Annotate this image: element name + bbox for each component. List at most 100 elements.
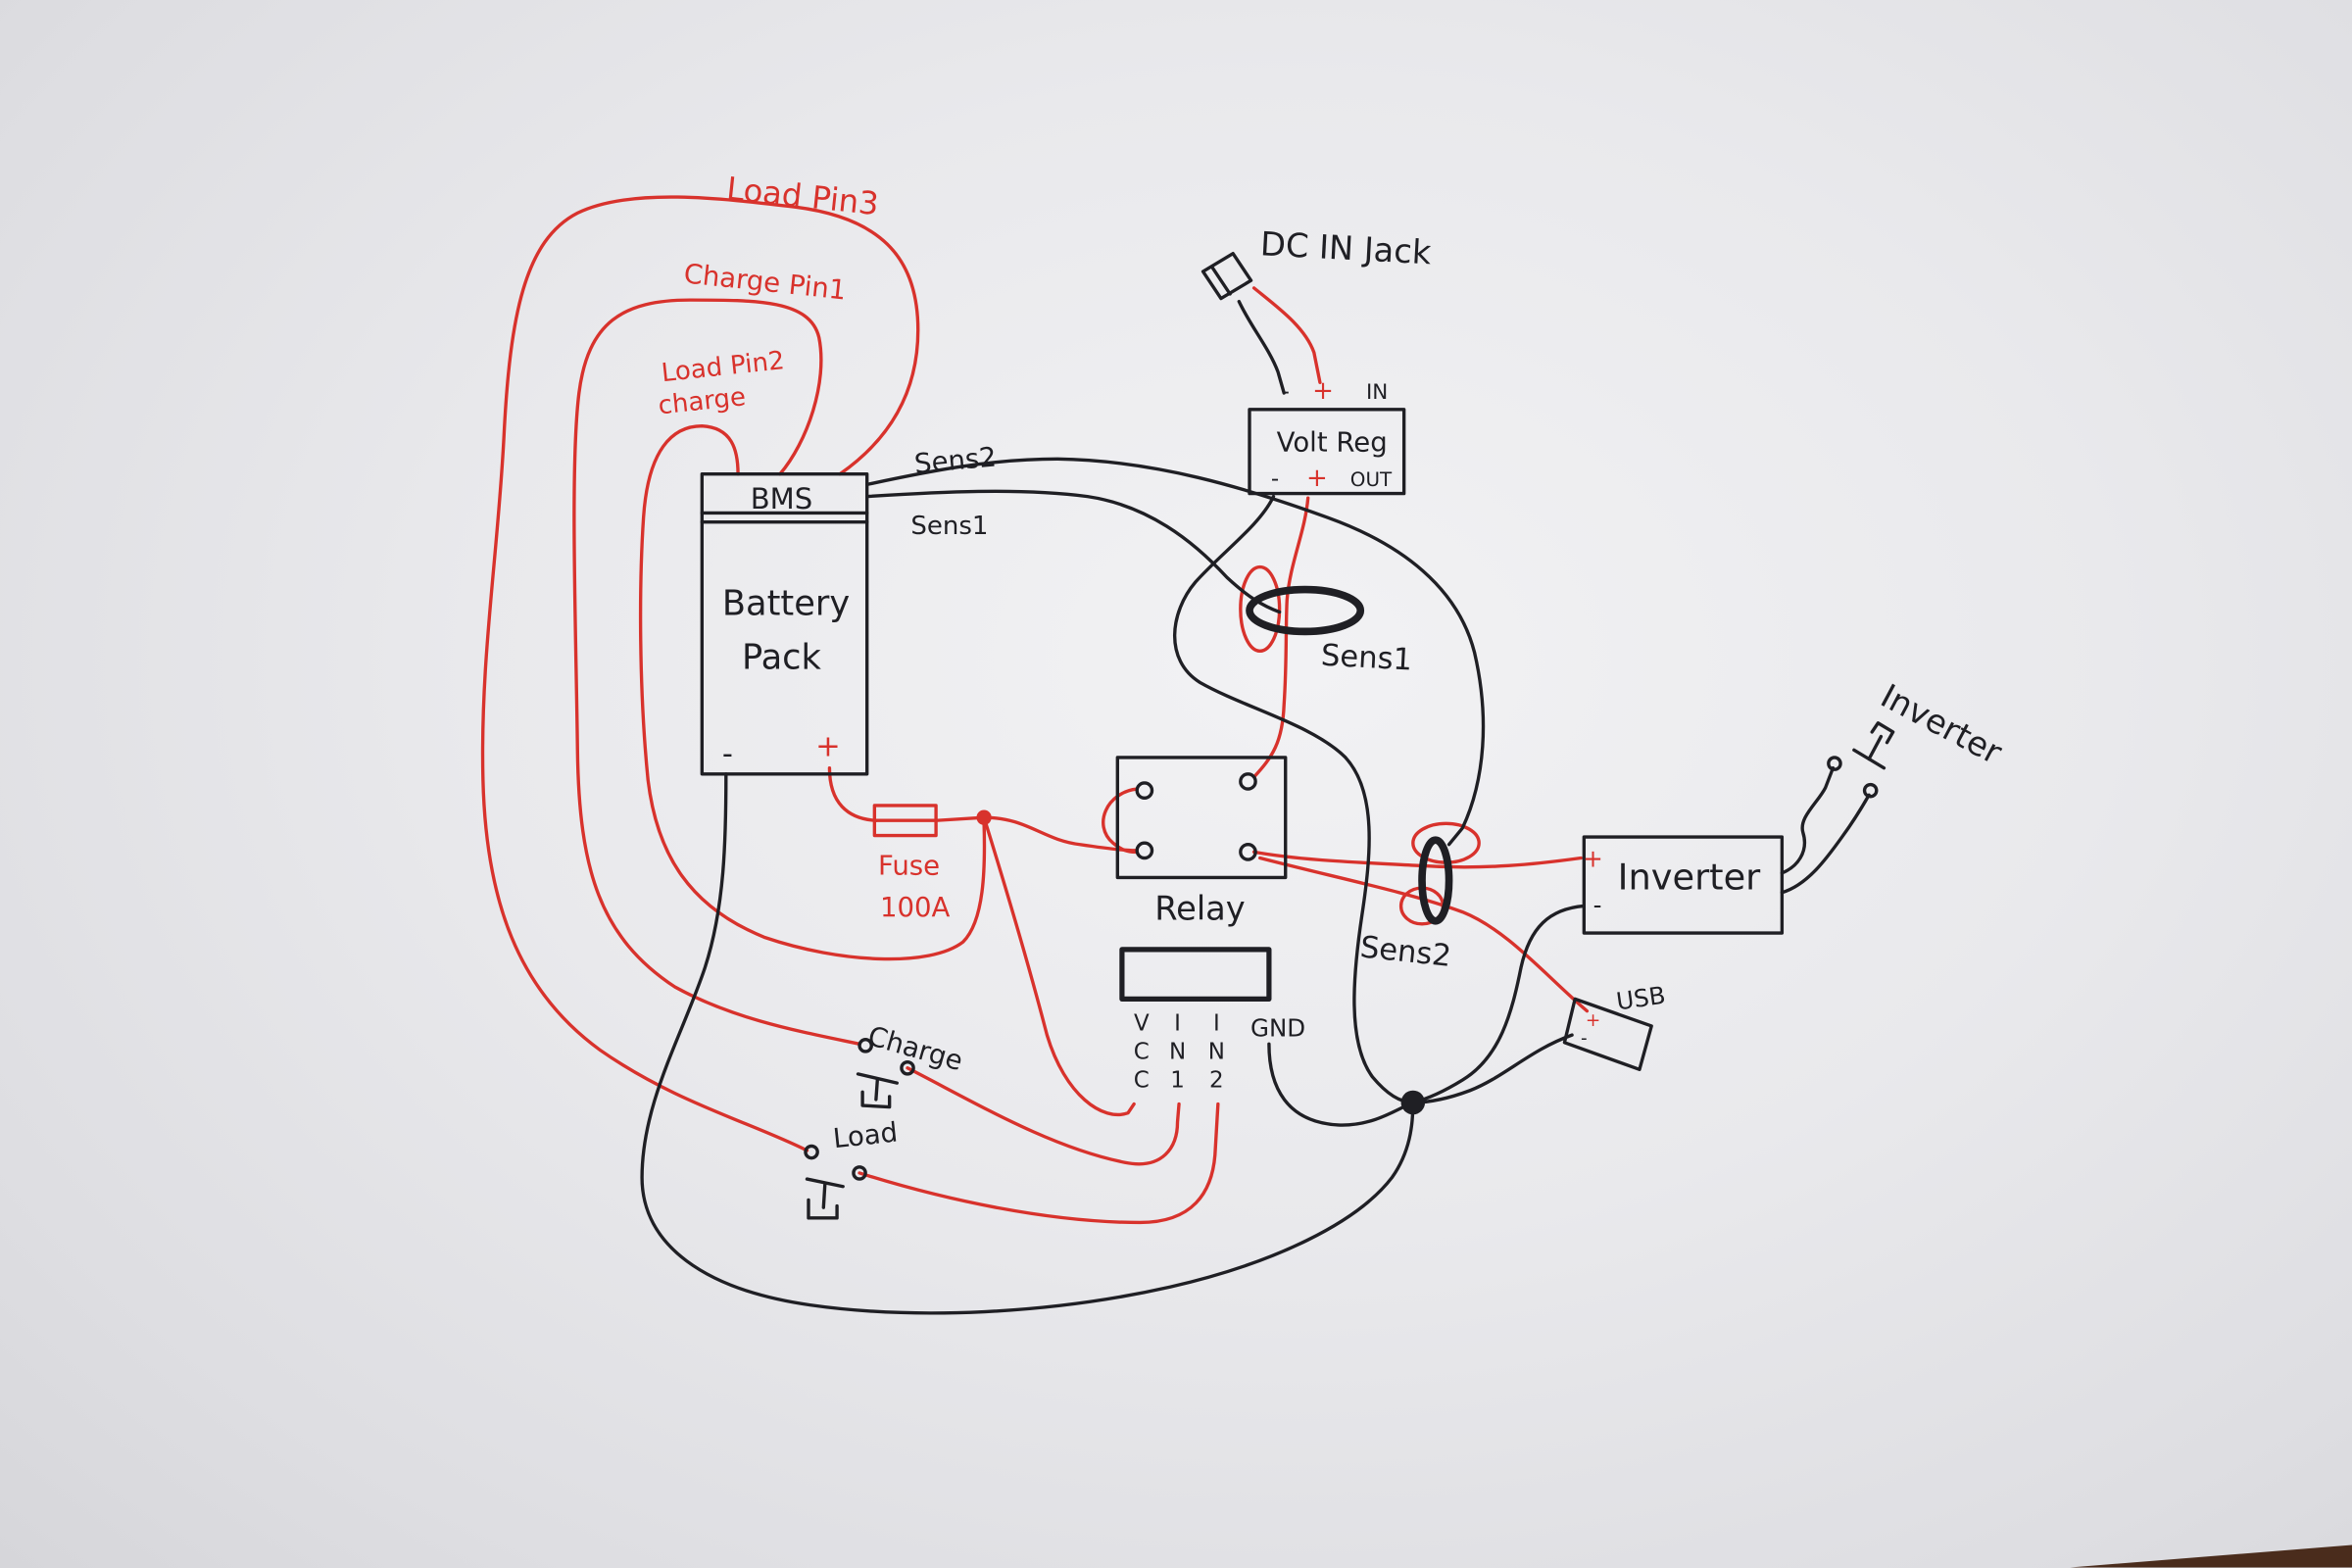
volt-reg-out-plus: + — [1306, 464, 1328, 493]
wire-battery-plus-to-fuse — [827, 765, 878, 822]
wire-node-to-vcc — [982, 815, 1136, 1116]
plug-icon-stem — [1867, 734, 1884, 761]
inverter-box — [1582, 835, 1785, 935]
sensor-wire-labels: Sens2 Sens1 — [910, 441, 998, 540]
inverter-label: Inverter — [1618, 857, 1762, 899]
wire-inverter-minus-to-node — [1411, 904, 1587, 1104]
load-switch-label: Load — [831, 1116, 899, 1154]
usb-plus-label: + — [1586, 1010, 1600, 1031]
wire-charge-switch-to-in1 — [906, 1066, 1181, 1166]
wire-node-to-relay — [982, 815, 1138, 853]
volt-reg-title: Volt Reg — [1277, 427, 1388, 459]
relay-module-box — [1119, 947, 1272, 1002]
battery-minus-label: - — [722, 737, 733, 771]
wire-charge-pin1 — [572, 298, 861, 1046]
dc-in-jack: DC IN Jack — [1200, 224, 1433, 301]
battery-label-line2: Pack — [742, 638, 822, 678]
inverter-plug-label: Inverter — [1875, 676, 2008, 771]
plug-contact-b — [1862, 782, 1879, 799]
wire-load-switch-to-in2 — [858, 1102, 1220, 1225]
pin-label-in2: IN2 — [1202, 1009, 1231, 1096]
black-wires — [640, 299, 1871, 1315]
wire-relay-to-inverter-plus — [1251, 850, 1583, 869]
wire-relay-to-usb-plus — [1258, 856, 1590, 1013]
charge-switch-contact-b — [900, 1059, 915, 1076]
charge-switch: Charge — [856, 1020, 966, 1109]
relay-contact-top-left — [1135, 781, 1154, 800]
sens2-loop — [1418, 836, 1453, 925]
red-wires — [480, 195, 1590, 1225]
wire-relay-to-voltreg-out — [1251, 496, 1310, 779]
load-switch: Load — [804, 1116, 900, 1220]
inverter: + - Inverter — [1582, 835, 1785, 935]
relay-box — [1115, 756, 1288, 880]
volt-reg-box — [1248, 408, 1406, 496]
wire-sens2 — [865, 457, 1486, 847]
relay-contact-top-right — [1239, 772, 1257, 791]
usb-box — [1562, 997, 1653, 1072]
wire-voltreg-out-minus-to-gnd — [1172, 494, 1415, 1104]
sens2-loop-label: Sens2 — [1358, 930, 1452, 974]
bms-wire-labels: Load Pin3 Charge Pin1 Load Pin2 charge — [657, 170, 880, 420]
fuse-label-line2: 100A — [880, 892, 951, 923]
battery-pack: BMS Battery Pack - + — [700, 471, 869, 776]
pin-label-vcc: VCC — [1128, 1009, 1155, 1096]
charge-switch-contact-a — [858, 1038, 873, 1054]
load-switch-contact-b — [852, 1165, 867, 1181]
wire-dc-jack-plus — [1251, 286, 1322, 384]
wire-relay-left-bridge — [1102, 787, 1139, 855]
volt-reg-out-minus: - — [1271, 466, 1279, 492]
sens1-wire-label: Sens1 — [910, 512, 988, 541]
positive-junction-node — [976, 809, 992, 825]
volt-reg: - + IN Volt Reg - + OUT — [1248, 376, 1406, 496]
relay: Relay — [1115, 756, 1288, 927]
volt-reg-in-plus: + — [1312, 376, 1334, 406]
relay-contact-bottom-left — [1135, 841, 1154, 860]
wire-fuse-to-node — [934, 815, 986, 822]
load-pin3-label: Load Pin3 — [725, 170, 881, 222]
plug-contact-a — [1827, 756, 1842, 771]
pin-label-in1: IN1 — [1163, 1009, 1192, 1096]
load-button-icon — [805, 1177, 845, 1220]
battery-label-line1: Battery — [722, 584, 850, 624]
fuse: Fuse 100A — [872, 804, 951, 923]
dc-in-jack-label: DC IN Jack — [1259, 224, 1433, 271]
ground-junction-node — [1400, 1090, 1426, 1115]
wire-module-gnd-to-node — [1267, 1042, 1415, 1127]
wire-inverter-to-plug-b — [1780, 793, 1871, 895]
relay-contact-bottom-right — [1239, 843, 1257, 861]
charge-switch-label: Charge — [864, 1020, 966, 1077]
load-switch-contact-a — [804, 1144, 819, 1160]
sens1-loop — [1246, 585, 1365, 636]
usb-label: USB — [1614, 981, 1667, 1016]
volt-reg-in-minus: - — [1282, 379, 1290, 405]
wire-load-pin3 — [480, 195, 920, 1152]
relay-module: GND — [1119, 947, 1305, 1043]
usb: USB + - — [1562, 981, 1667, 1072]
volt-reg-in-label: IN — [1366, 380, 1388, 405]
wire-dc-jack-minus — [1237, 299, 1286, 395]
volt-reg-out-label: OUT — [1350, 468, 1393, 491]
sens2-wire-label: Sens2 — [913, 441, 998, 479]
table-edge — [2070, 1544, 2352, 1568]
wire-load-pin2 — [638, 424, 987, 961]
battery-pack-box — [700, 471, 869, 776]
battery-plus-label: + — [815, 729, 841, 763]
wire-battery-minus-to-gnd — [640, 772, 1415, 1315]
plug-icon-bracket — [1870, 721, 1895, 745]
dc-jack-icon-detail — [1210, 265, 1232, 296]
relay-label: Relay — [1154, 889, 1245, 927]
fuse-label-line1: Fuse — [878, 850, 940, 881]
inverter-plus-label: + — [1583, 845, 1603, 873]
wire-sens1 — [865, 489, 1282, 614]
bms-label: BMS — [751, 482, 813, 515]
load-pin2-label: Load Pin2 — [660, 346, 786, 388]
sensor-loops: Sens1 Sens2 — [1246, 585, 1453, 974]
dc-jack-icon — [1200, 251, 1253, 301]
wire-usb-minus-to-node — [1411, 1033, 1574, 1104]
charge-button-icon — [856, 1072, 899, 1109]
load-pin2-note: charge — [657, 382, 747, 420]
wire-inverter-to-plug-a — [1780, 765, 1836, 875]
